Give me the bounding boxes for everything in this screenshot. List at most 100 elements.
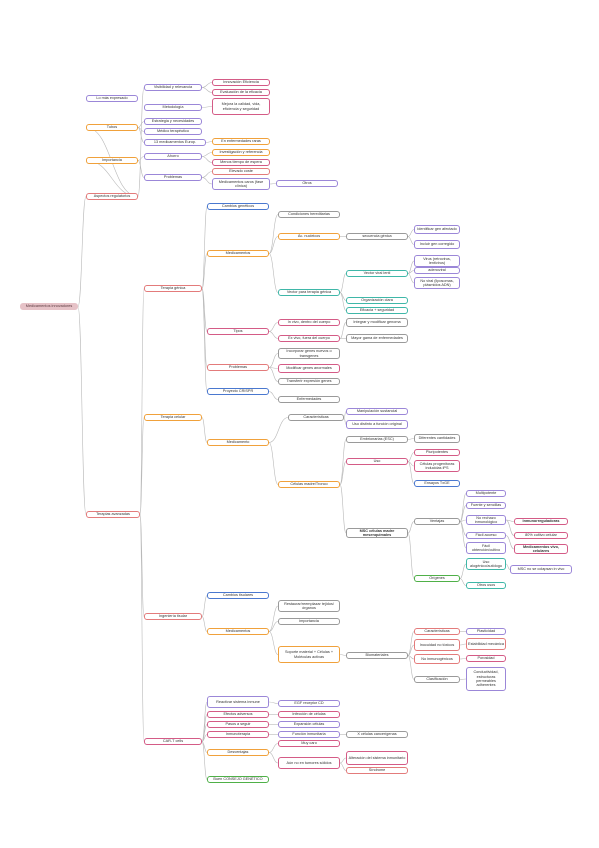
- mind-map-node-h1[interactable]: Ác. nucleicos: [278, 233, 340, 240]
- mind-map-node-i3[interactable]: Eficacia + seguridad: [346, 307, 408, 314]
- mind-map-node-o4[interactable]: Soporte material + Células + Moléculas a…: [278, 646, 340, 663]
- mind-map-node-i0[interactable]: secuencia génica: [346, 233, 408, 240]
- mind-map-node-m5[interactable]: Uso alogénico/autólogo: [466, 558, 506, 570]
- mind-map-node-h6[interactable]: Modificar genes anormales: [278, 364, 340, 373]
- mind-map-node-c2[interactable]: Mejora la calidad, vida, eficiencia y se…: [212, 98, 270, 115]
- mind-map-node-b4[interactable]: Médico terapéutico: [144, 128, 202, 135]
- mind-map-node-c4[interactable]: Investigación y referencia: [212, 149, 270, 156]
- mind-map-node-l4[interactable]: Ventajas: [414, 518, 460, 525]
- mind-map-node-p1[interactable]: Inocuidad no tóxicos: [414, 639, 460, 651]
- mind-map-node-t2[interactable]: Síndrome: [346, 767, 408, 774]
- mind-map-node-m6[interactable]: Otros usos: [466, 582, 506, 589]
- mind-map-node-s3[interactable]: Función inmunitaria: [278, 731, 340, 738]
- mind-map-node-h4[interactable]: Ex vivo, fuera del cuerpo: [278, 335, 340, 342]
- mind-map-node-q0[interactable]: Plasticidad: [466, 628, 506, 635]
- mind-map-node-k2[interactable]: Células madre/Tronco: [278, 481, 340, 488]
- mind-map-node-c0[interactable]: Innovación Eficiencia: [212, 79, 270, 86]
- mind-map-node-q3[interactable]: Conductividad, estructuras permeables ad…: [466, 667, 506, 691]
- mind-map-node-tcelular[interactable]: Terapia celular: [144, 414, 202, 421]
- mind-map-node-i5[interactable]: Mayor gama de enfermedades: [346, 334, 408, 343]
- mind-map-node-b6[interactable]: Ahorro: [144, 153, 202, 160]
- mind-map-node-l3[interactable]: Ensayos TxGE: [414, 480, 460, 487]
- mind-map-node-h7[interactable]: Transferir expresión genes: [278, 378, 340, 385]
- mind-map-node-k1[interactable]: Características: [288, 414, 344, 421]
- mind-map-node-n2[interactable]: Medicamentos vivo, celulares: [514, 544, 568, 554]
- mind-map-node-n0[interactable]: Inmunorreguladoras: [514, 518, 568, 525]
- mind-map-node-k0[interactable]: Medicamento: [207, 439, 269, 446]
- mind-map-node-b0[interactable]: Lo más expresado: [86, 95, 138, 102]
- mind-map-node-i1[interactable]: Vector viral lenti: [346, 270, 408, 277]
- mind-map-node-g1[interactable]: Medicamentos: [207, 250, 269, 257]
- mind-map-node-r4[interactable]: Desventajas: [207, 749, 269, 756]
- mind-map-node-n1[interactable]: 80% cultivo celular: [514, 532, 568, 539]
- mind-map-node-j3[interactable]: adenoviral: [414, 267, 460, 274]
- mind-map-node-m2[interactable]: No rechazo inmunológico: [466, 515, 506, 525]
- mind-map-node-j4[interactable]: No viral (liposomas, plásmidos ADN): [414, 277, 460, 289]
- mind-map-node-s2[interactable]: Expansión células: [278, 721, 340, 728]
- mind-map-node-h2[interactable]: Vector para terapia génica: [278, 289, 340, 296]
- mind-map-node-b7[interactable]: Problemas: [144, 174, 202, 181]
- mind-map-node-t0[interactable]: X células cancerígenas: [346, 731, 408, 738]
- mind-map-node-l5[interactable]: Orígenes: [414, 575, 460, 582]
- mind-map-node-b2[interactable]: Metodología: [144, 104, 202, 111]
- mind-map-node-itisular[interactable]: Ingeniería tisular: [144, 613, 202, 620]
- mind-map-node-i2[interactable]: Organización clara: [346, 297, 408, 304]
- mind-map-node-q2[interactable]: Porosidad: [466, 655, 506, 662]
- mind-map-node-h3[interactable]: In vivo, dentro del cuerpo: [278, 319, 340, 326]
- mind-map-node-j0[interactable]: Identificar gen afectado: [414, 225, 460, 234]
- mind-map-node-j2[interactable]: Virus (retrovirus, lentivirus): [414, 255, 460, 267]
- mind-map-node-g4[interactable]: Proyecto CRISPR: [207, 388, 269, 395]
- mind-map-node-s4[interactable]: Muy caro: [278, 740, 340, 747]
- mind-map-node-r2[interactable]: Pasos a seguir: [207, 721, 269, 728]
- mind-map-node-n3[interactable]: MSC no se colapsan in vivo: [510, 565, 572, 574]
- mind-map-node-s5[interactable]: Aún no en tumores sólidos: [278, 757, 340, 769]
- mind-map-node-l2[interactable]: Células progenitoras inducidas iPS: [414, 460, 460, 472]
- mind-map-node-b1[interactable]: Visibilidad y relevancia: [144, 84, 202, 91]
- mind-map-node-tubos[interactable]: Tubos: [86, 124, 138, 131]
- mind-map-node-r5[interactable]: Buen CONSEJO GENÉTICO: [207, 776, 269, 783]
- mind-map-node-c5[interactable]: Menos tiempo de espera: [212, 159, 270, 166]
- mind-map-node-k5[interactable]: Embrionarias (ESC): [346, 436, 408, 443]
- mind-map-node-c6[interactable]: Elevado coste: [212, 168, 270, 175]
- mind-map-node-aspectos[interactable]: Aspectos regulatorios: [86, 193, 138, 200]
- mind-map-node-r0[interactable]: Reactivar sistema inmune: [207, 696, 269, 708]
- mind-map-node-p0[interactable]: Características: [414, 628, 460, 635]
- mind-map-node-b5[interactable]: 13 medicamentos Europ.: [144, 139, 206, 146]
- mind-map-node-q1[interactable]: Estabilidad mecánica: [466, 638, 506, 650]
- mind-map-node-g2[interactable]: Tipos: [207, 328, 269, 335]
- mind-map-node-h5[interactable]: Incorporar genes nuevos o transgenes: [278, 348, 340, 359]
- mind-map-node-p2[interactable]: No inmunogénicos: [414, 654, 460, 664]
- mind-map-node-m1[interactable]: Fuente y sencillas: [466, 502, 506, 509]
- mind-map-node-j1[interactable]: Incluir gen corregido: [414, 240, 460, 249]
- mind-map-node-m0[interactable]: Multipotente: [466, 490, 506, 497]
- mind-map-node-i4[interactable]: Integrar y modificar genoma: [346, 318, 408, 327]
- mind-map-node-s1[interactable]: Infección de células: [278, 711, 340, 718]
- mind-map-node-o0[interactable]: Cambios tisulares: [207, 592, 269, 599]
- mind-map-node-l0[interactable]: Diferentes cantidades: [414, 434, 460, 443]
- mind-map-node-h8[interactable]: Enfermedades: [278, 396, 340, 403]
- mind-map-node-c8[interactable]: Otros: [276, 180, 338, 187]
- mind-map-node-p3[interactable]: Clasificación: [414, 676, 460, 683]
- mind-map-node-o1[interactable]: Medicamentos: [207, 628, 269, 635]
- mind-map-node-m3[interactable]: Fácil acceso: [466, 532, 506, 539]
- mind-map-node-r1[interactable]: Efectos adversos: [207, 711, 269, 718]
- mind-map-node-r3[interactable]: Inmunoterapia: [207, 731, 269, 738]
- mind-map-node-b3[interactable]: Estrategia y necesidades: [144, 118, 202, 125]
- mind-map-node-k4[interactable]: Uso distinto a función original: [346, 420, 408, 429]
- mind-map-node-o3[interactable]: Importancia: [278, 618, 340, 625]
- mind-map-node-t1[interactable]: Alteración del sistema inmunitario: [346, 751, 408, 765]
- mind-map-node-k6[interactable]: Uso: [346, 458, 408, 465]
- mind-map-node-g3[interactable]: Problemas: [207, 364, 269, 371]
- mind-map-node-m4[interactable]: Fácil obtención/cultivo: [466, 542, 506, 554]
- mind-map-node-g0[interactable]: Cambios genéticos: [207, 203, 269, 210]
- mind-map-node-s0[interactable]: EGF receptor CD: [278, 700, 340, 707]
- mind-map-node-c3[interactable]: En enfermedades raras: [212, 138, 270, 145]
- mind-map-node-root[interactable]: Medicamentos innovadores: [20, 303, 78, 310]
- mind-map-node-o2[interactable]: Restaurar/reemplazar tejidos/órganos: [278, 600, 340, 612]
- mind-map-node-importancia[interactable]: Importancia: [86, 157, 138, 164]
- mind-map-node-c7[interactable]: Medicamentos caros (fase clínica): [212, 178, 270, 190]
- mind-map-node-terapias[interactable]: Terapias avanzadas: [86, 511, 140, 518]
- mind-map-node-k3[interactable]: Manipulación sustancial: [346, 408, 408, 415]
- mind-map-node-cart[interactable]: CAR-T cells: [144, 738, 202, 745]
- mind-map-node-l1[interactable]: Pluripotentes: [414, 449, 460, 456]
